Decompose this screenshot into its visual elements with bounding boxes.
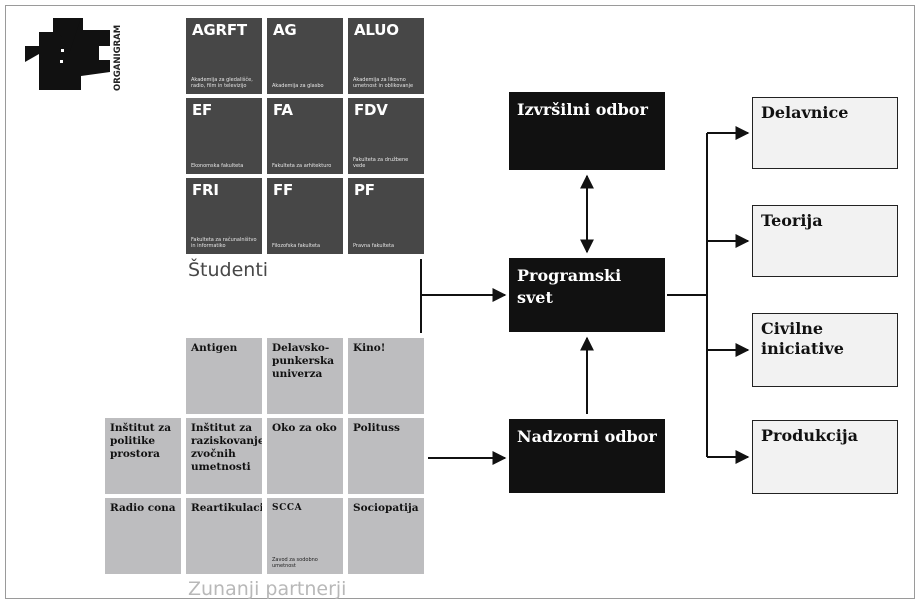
supervisory-board-label: Nadzorni odbor: [517, 427, 657, 446]
faculty-code: AGRFT: [192, 21, 247, 39]
faculty-code: FA: [273, 101, 293, 119]
executive-board-box: Izvršilni odbor: [509, 92, 665, 170]
faculty-code: PF: [354, 181, 375, 199]
faculty-tile-fri: FRI Fakulteta za računalništvo in informa…: [186, 178, 262, 254]
partner-tile: Radio cona: [105, 498, 181, 574]
faculty-full-name: Ekonomska fakulteta: [191, 163, 244, 169]
diagram-frame: [5, 5, 915, 599]
output-label-produkcija: Produkcija: [761, 426, 859, 445]
output-box-teorija: Teorija: [752, 205, 898, 277]
partners-label: Zunanji partnerji: [188, 578, 347, 600]
partner-name: Inštitut za raziskovanje zvočnih umetnos…: [191, 422, 262, 473]
partner-name: Reartikulacija: [191, 502, 262, 514]
faculty-tile-fa: FA Fakulteta za arhitekturo: [267, 98, 343, 174]
partner-tile: Reartikulacija: [186, 498, 262, 574]
partner-tile: Oko za oko: [267, 418, 343, 494]
faculty-tile-ag: AG Akademija za glasbo: [267, 18, 343, 94]
faculty-code: AG: [273, 21, 297, 39]
output-box-produkcija: Produkcija: [752, 420, 898, 494]
faculty-tile-pf: PF Pravna fakulteta: [348, 178, 424, 254]
supervisory-board-box: Nadzorni odbor: [509, 419, 665, 493]
faculty-tile-agrft: AGRFT Akademija za gledališče, radio, fil…: [186, 18, 262, 94]
partner-tile: Inštitut za politike prostora: [105, 418, 181, 494]
faculty-code: FDV: [354, 101, 388, 119]
faculty-code: ALUO: [354, 21, 399, 39]
logo-wordmark-text: ORGANIGRAM: [113, 25, 123, 91]
partner-name: Sociopatija: [353, 502, 419, 514]
faculty-tile-aluo: ALUO Akademija za likovno umetnost in obl…: [348, 18, 424, 94]
faculty-tile-fdv: FDV Fakulteta za družbene vede: [348, 98, 424, 174]
faculty-code: EF: [192, 101, 213, 119]
faculty-full-name: Akademija za glasbo: [272, 83, 324, 89]
output-label-teorija: Teorija: [761, 211, 823, 230]
partner-tile: Inštitut za raziskovanje zvočnih umetnos…: [186, 418, 262, 494]
faculty-full-name: Akademija za likovno umetnost in oblikov…: [353, 77, 414, 89]
students-label: Študenti: [188, 259, 269, 281]
partner-tile: Delavsko-punkerska univerza: [267, 338, 343, 414]
faculty-full-name: Pravna fakulteta: [353, 243, 395, 249]
partner-tile: Polituss: [348, 418, 424, 494]
partner-name: Polituss: [353, 422, 400, 434]
faculty-full-name: Filozofska fakulteta: [272, 243, 321, 249]
partner-name: Inštitut za politike prostora: [110, 422, 172, 460]
faculty-tile-ff: FF Filozofska fakulteta: [267, 178, 343, 254]
output-label-civilne-iniciative: Civilne iniciative: [761, 319, 844, 358]
output-label-delavnice: Delavnice: [761, 103, 849, 122]
output-box-delavnice: Delavnice: [752, 97, 898, 169]
faculty-tile-ef: EF Ekonomska fakulteta: [186, 98, 262, 174]
output-box-civilne-iniciative: Civilne iniciative: [752, 313, 898, 387]
faculty-full-name: Akademija za gledališče, radio, film in …: [191, 77, 253, 89]
partner-name: Delavsko-punkerska univerza: [272, 342, 335, 380]
faculty-full-name: Fakulteta za družbene vede: [353, 157, 409, 169]
partner-tile: Antigen: [186, 338, 262, 414]
faculty-full-name: Fakulteta za arhitekturo: [272, 163, 332, 169]
partner-name: Antigen: [191, 342, 238, 354]
executive-board-label: Izvršilni odbor: [517, 100, 648, 119]
partner-name: Kino!: [353, 342, 386, 354]
partner-name: SCCA: [272, 503, 303, 513]
program-council-label: Programski svet: [517, 266, 622, 307]
logo-wordmark: ORGANIGRAM: [113, 25, 123, 91]
faculty-full-name: Fakulteta za računalništvo in informatik…: [191, 237, 257, 249]
partner-tile: Kino!: [348, 338, 424, 414]
faculty-code: FF: [273, 181, 294, 199]
partner-tile: Sociopatija: [348, 498, 424, 574]
partner-name: Oko za oko: [272, 422, 337, 434]
program-council-box: Programski svet: [509, 258, 665, 332]
faculty-code: FRI: [192, 181, 219, 199]
partner-full-name: Zavod za sodobno umetnost: [272, 557, 318, 569]
partner-tile: SCCA Zavod za sodobno umetnost: [267, 498, 343, 574]
organigram-logo-icon: [25, 18, 110, 90]
partner-name: Radio cona: [110, 502, 176, 514]
